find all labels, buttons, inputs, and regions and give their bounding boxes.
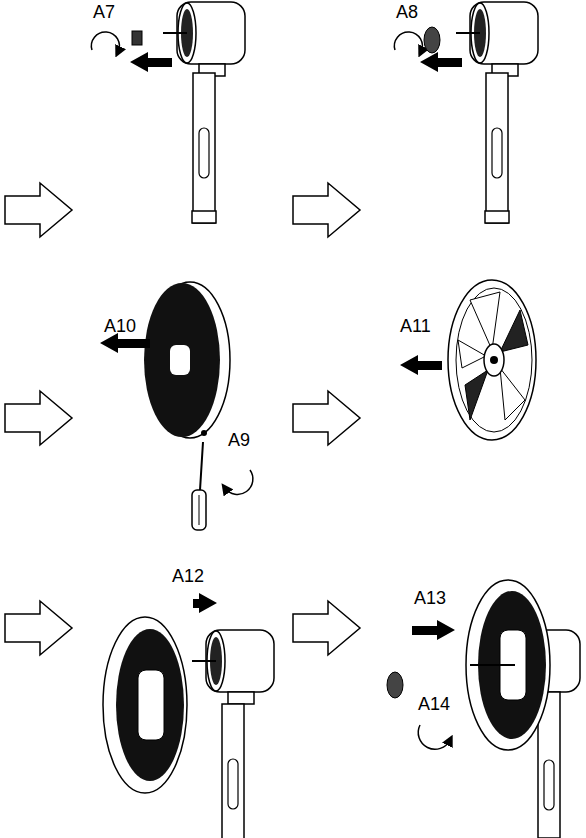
- callout-number: A12: [172, 566, 204, 586]
- callout-number: A13: [414, 588, 446, 608]
- callout-number: A8: [396, 2, 418, 22]
- callout-number: A10: [104, 316, 136, 336]
- callout-number: A14: [418, 694, 450, 714]
- callout-number: A9: [228, 430, 250, 450]
- callout-number: A11: [400, 316, 431, 336]
- callout-number: A7: [93, 2, 115, 22]
